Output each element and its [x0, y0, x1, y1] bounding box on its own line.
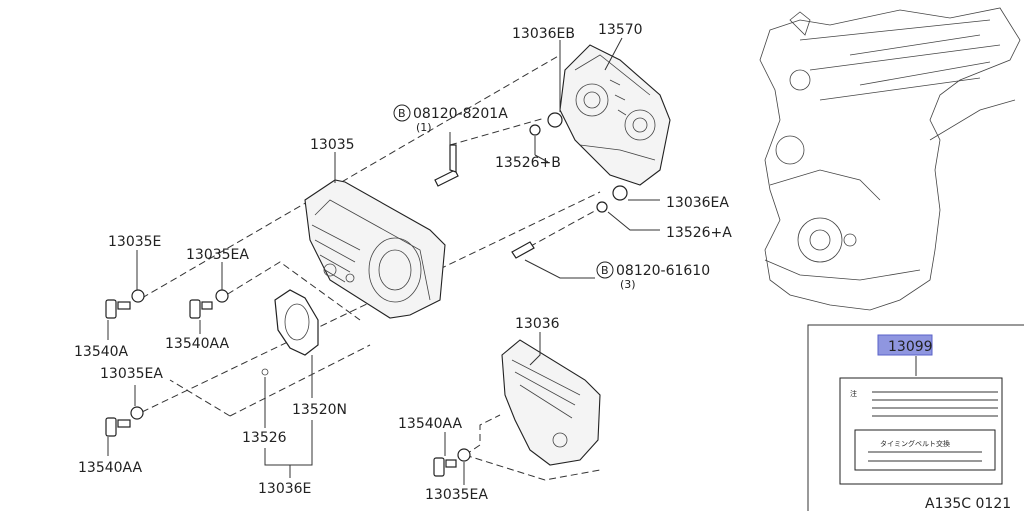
- label-13035: 13035: [310, 137, 355, 153]
- fasteners: [105, 112, 628, 477]
- gasket-13520N: [261, 289, 319, 376]
- label-13099: 13099: [888, 339, 933, 355]
- leader-lines: [107, 37, 660, 485]
- label-13526A: 13526+A: [666, 225, 732, 241]
- engine-block: [759, 7, 1021, 311]
- timing-cover-13035: [304, 179, 446, 319]
- label-13570: 13570: [598, 22, 643, 38]
- label-13035EA-mid: 13035EA: [100, 366, 163, 382]
- label-card-caption: タイミングベルト交換: [880, 439, 950, 448]
- label-13540AA-bot: 13540AA: [398, 416, 463, 432]
- label-13035EA-top: 13035EA: [186, 247, 249, 263]
- label-13036EA: 13036EA: [666, 195, 729, 211]
- label-13036E: 13036E: [258, 481, 311, 497]
- qty-08120-61610: (3): [620, 278, 636, 291]
- label-13540AA-mid: 13540AA: [165, 336, 230, 352]
- bolt-symbol-right: B: [601, 264, 609, 277]
- label-13036: 13036: [515, 316, 560, 332]
- highlight-13099: [877, 334, 933, 356]
- label-13526: 13526: [242, 430, 287, 446]
- label-card: [839, 377, 1003, 485]
- label-13526B: 13526+B: [495, 155, 561, 171]
- label-card-note: 注: [850, 389, 857, 398]
- label-13540AA-left: 13540AA: [78, 460, 143, 476]
- label-13035EA-bot: 13035EA: [425, 487, 488, 503]
- bolt-symbol-top: B: [398, 107, 406, 120]
- label-08120-61610: 08120-61610: [616, 263, 710, 279]
- label-13035E: 13035E: [108, 234, 161, 250]
- label-13520N: 13520N: [292, 402, 347, 418]
- lower-cover-13036: [501, 339, 601, 466]
- label-inset: 13099 注 タイミングベルト交換 A135C 0121: [807, 324, 1024, 511]
- label-08120-8201A: 08120-8201A: [413, 106, 508, 122]
- qty-08120-8201A: (1): [416, 121, 432, 134]
- upper-cover-13570: [559, 44, 671, 186]
- label-13540A: 13540A: [74, 344, 129, 360]
- diagram-code: A135C 0121: [925, 496, 1011, 511]
- part-labels: 13035E 13035EA 13540A 13540AA 13035EA 13…: [74, 22, 732, 503]
- label-13036EB: 13036EB: [512, 26, 575, 42]
